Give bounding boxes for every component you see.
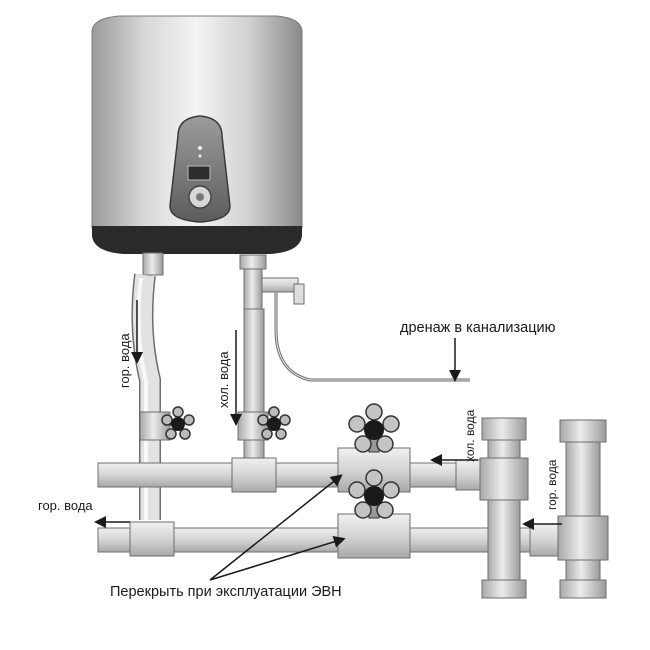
hot-riser [557, 419, 609, 599]
hot-outlet-label: гор. вода [38, 498, 93, 513]
valve-handle-icon [348, 403, 400, 453]
valve-handle-icon [348, 469, 400, 519]
cold-water-vertical-label: хол. вода [216, 351, 231, 408]
note-pointer-upper [209, 474, 343, 581]
cold-riser [479, 417, 529, 599]
hot-main-pipe [97, 513, 599, 559]
hot-riser-label: гор. вода [545, 459, 559, 510]
cold-riser-label: хол. вода [463, 409, 477, 462]
flow-arrows [94, 300, 562, 581]
hot-water-pipe [131, 252, 164, 520]
valve-handle-icon [161, 406, 195, 440]
safety-valve-icon [261, 277, 299, 293]
note-pointer-lower [209, 536, 346, 581]
display-icon [187, 165, 211, 181]
water-heater-icon [91, 15, 303, 254]
cold-water-pipe [239, 254, 470, 470]
shut-off-note: Перекрыть при эксплуатации ЭВН [110, 584, 342, 600]
drain-label: дренаж в канализацию [400, 320, 556, 336]
control-panel-icon [169, 115, 231, 223]
hot-water-vertical-label: гор. вода [117, 333, 132, 388]
valve-handle-icon [257, 406, 291, 440]
